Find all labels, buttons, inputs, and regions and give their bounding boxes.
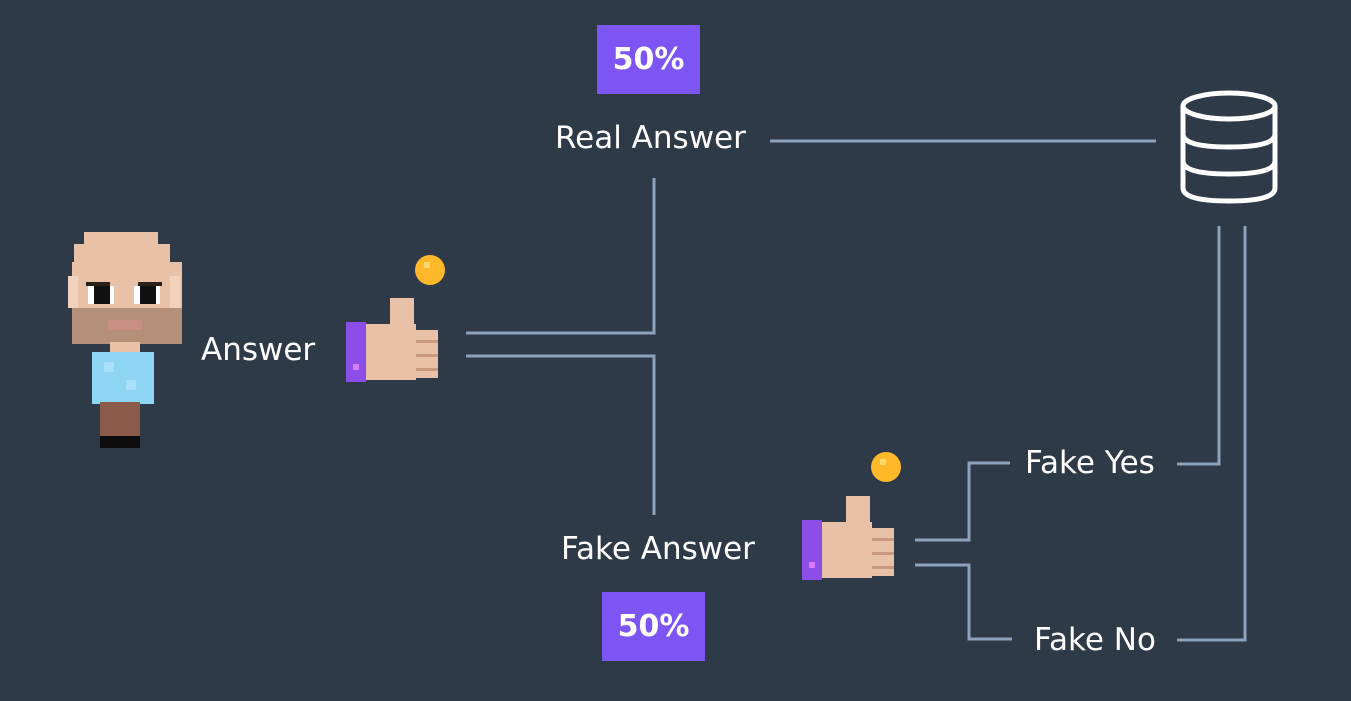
fake-probability-badge: 50% xyxy=(602,592,705,661)
fake-no-label: Fake No xyxy=(1034,622,1156,658)
connector-fake-no-to-database xyxy=(1177,226,1247,642)
fake-yes-label: Fake Yes xyxy=(1025,445,1155,481)
thumbs-up-icon xyxy=(346,298,438,382)
fake-answer-label: Fake Answer xyxy=(561,531,755,567)
coin-icon xyxy=(871,452,901,482)
coin-icon xyxy=(415,255,445,285)
real-answer-label: Real Answer xyxy=(555,120,746,156)
pixel-man-icon xyxy=(68,232,182,448)
real-probability-badge: 50% xyxy=(597,25,700,94)
answer-label: Answer xyxy=(201,332,316,368)
database-icon xyxy=(1180,90,1278,204)
connector-fake-yes-to-database xyxy=(1177,226,1221,466)
connector-answer-to-real xyxy=(466,178,656,335)
connector-hand-to-fake-no xyxy=(915,563,1012,641)
connector-hand-to-fake-yes xyxy=(915,461,1010,542)
thumbs-up-icon xyxy=(802,496,894,580)
connector-answer-to-fake xyxy=(466,354,656,515)
